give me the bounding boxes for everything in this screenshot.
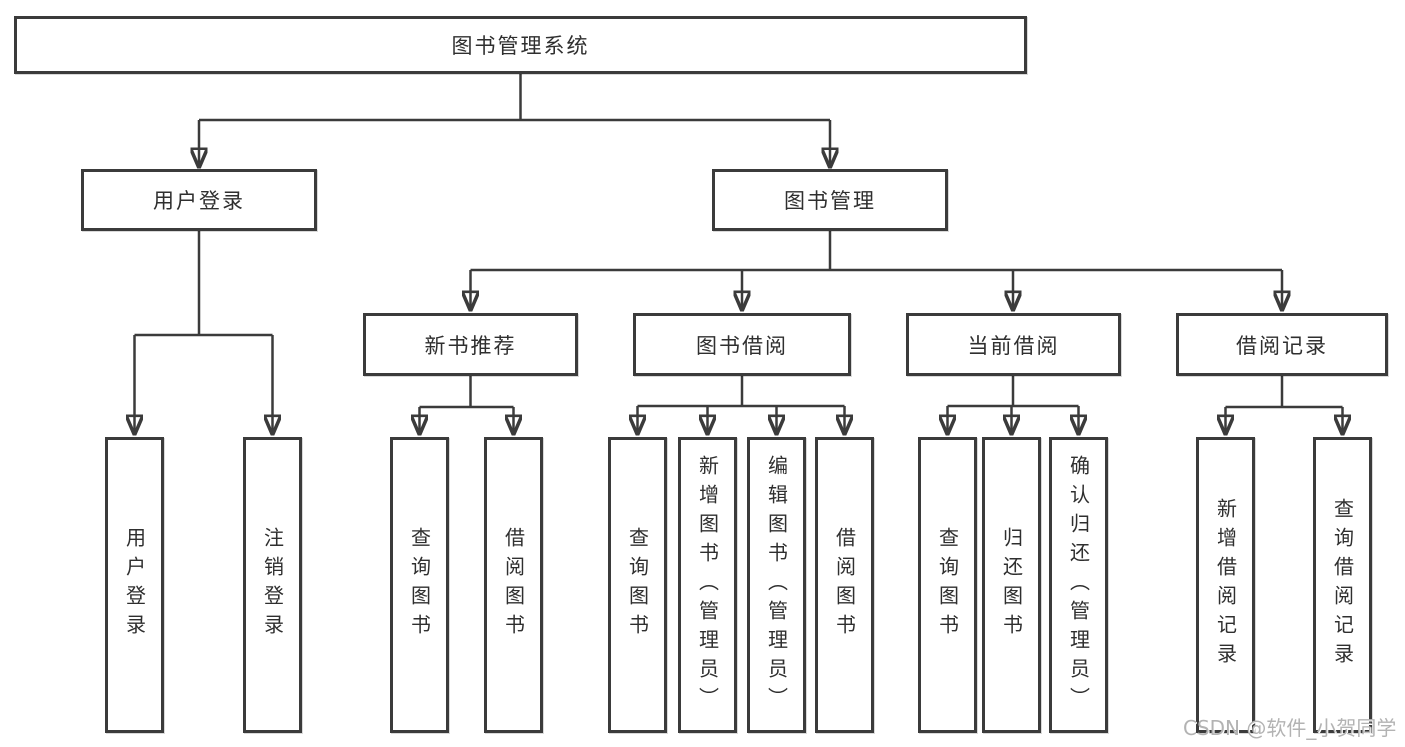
current-borrow-to-leaves-connector: [948, 376, 1079, 433]
book-management-to-level3-connector: [471, 231, 1283, 309]
leaf-borrow-borrow-books: 借阅图书: [815, 437, 874, 733]
node-borrow-record: 借阅记录: [1176, 313, 1388, 376]
leaf-label: 查询图书: [935, 527, 960, 643]
node-user-login: 用户登录: [81, 169, 317, 231]
leaf-borrow-add-books-admin: 新增图书（管理员）: [678, 437, 737, 733]
leaf-current-query-books: 查询图书: [918, 437, 977, 733]
leaf-label: 新增借阅记录: [1213, 498, 1238, 672]
leaf-label: 编辑图书（管理员）: [764, 454, 789, 716]
node-label: 用户登录: [153, 189, 245, 213]
leaf-recommend-borrow-books: 借阅图书: [484, 437, 543, 733]
csdn-watermark: CSDN @软件_小贺同学: [1183, 716, 1397, 740]
leaf-record-query: 查询借阅记录: [1313, 437, 1372, 733]
user-login-to-leaves-connector: [135, 231, 273, 433]
leaf-label: 新增图书（管理员）: [695, 454, 720, 716]
leaf-current-confirm-return-admin: 确认归还（管理员）: [1049, 437, 1108, 733]
leaf-label: 确认归还（管理员）: [1066, 454, 1091, 716]
node-label: 图书管理系统: [451, 34, 590, 58]
leaf-label: 注销登录: [260, 527, 285, 643]
leaf-label: 用户登录: [122, 527, 147, 643]
root-to-level2-connector: [199, 74, 830, 166]
node-label: 借阅记录: [1236, 333, 1328, 358]
node-library-management-system: 图书管理系统: [14, 16, 1027, 74]
node-current-borrow: 当前借阅: [906, 313, 1121, 376]
node-label: 新书推荐: [424, 333, 517, 358]
node-book-borrow: 图书借阅: [633, 313, 851, 376]
leaf-current-return-books: 归还图书: [982, 437, 1041, 733]
borrow-record-to-leaves-connector: [1226, 376, 1343, 433]
leaf-label: 归还图书: [999, 527, 1024, 643]
node-new-book-recommend: 新书推荐: [363, 313, 578, 376]
leaf-record-add: 新增借阅记录: [1196, 437, 1255, 733]
node-label: 当前借阅: [967, 333, 1060, 358]
leaf-label: 查询借阅记录: [1330, 498, 1355, 672]
leaf-logout: 注销登录: [243, 437, 302, 733]
leaf-user-login: 用户登录: [105, 437, 164, 733]
leaf-borrow-query-books: 查询图书: [608, 437, 667, 733]
leaf-borrow-edit-books-admin: 编辑图书（管理员）: [747, 437, 806, 733]
leaf-label: 查询图书: [407, 527, 432, 643]
node-label: 图书管理: [784, 189, 876, 213]
leaf-label: 借阅图书: [832, 527, 857, 643]
leaf-label: 借阅图书: [501, 527, 526, 643]
node-label: 图书借阅: [696, 333, 788, 358]
leaf-recommend-query-books: 查询图书: [390, 437, 449, 733]
leaf-label: 查询图书: [625, 527, 650, 643]
book-borrow-to-leaves-connector: [638, 376, 845, 433]
new-book-recommend-to-leaves-connector: [420, 376, 514, 433]
node-book-management: 图书管理: [712, 169, 948, 231]
